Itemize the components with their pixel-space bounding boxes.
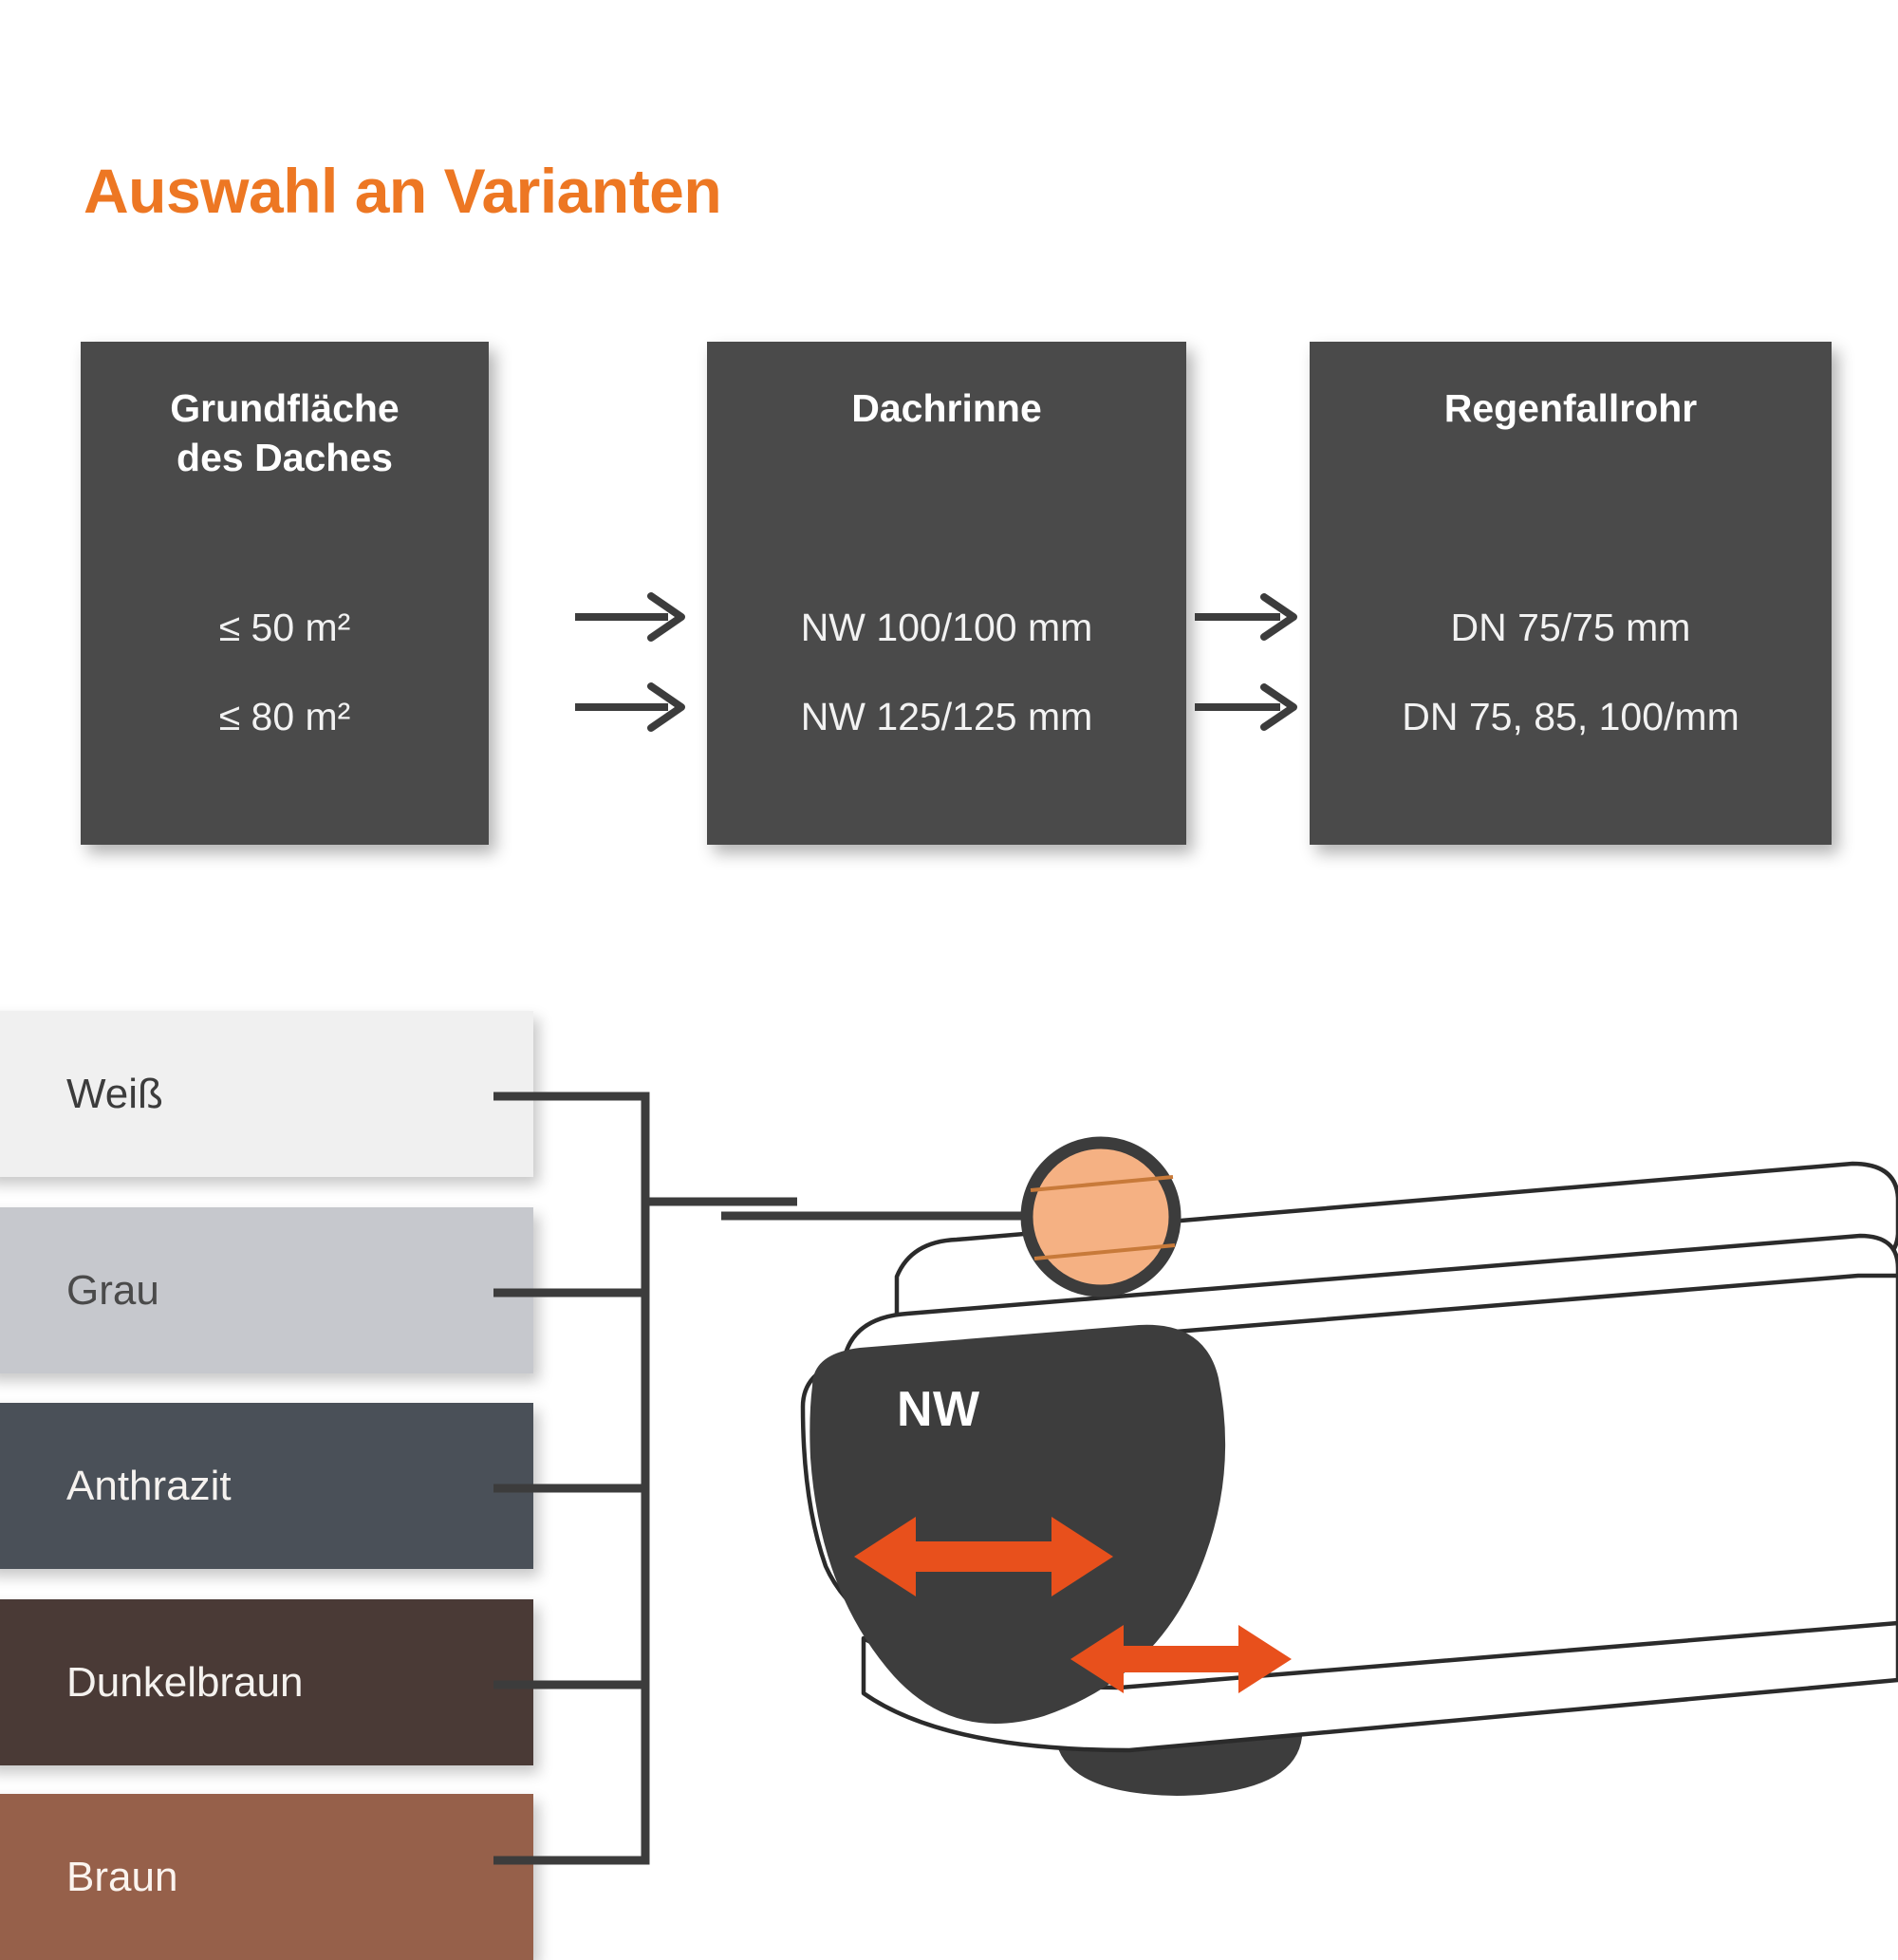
color-swatch-label: Dunkelbraun	[66, 1658, 304, 1706]
color-swatch-label: Anthrazit	[66, 1462, 232, 1509]
color-swatch-grau[interactable]: Grau	[0, 1207, 533, 1373]
flow-box-header: Dachrinne	[707, 383, 1186, 433]
nw-label: NW	[897, 1382, 980, 1437]
infographic-canvas: Auswahl an Varianten Grundfläche des Dac…	[0, 156, 1898, 1960]
dn-label: DN	[1461, 1596, 1532, 1649]
flow-box-dachrinne: Dachrinne NW 100/100 mm NW 125/125 mm	[707, 342, 1186, 845]
gutter-end-face	[809, 1324, 1226, 1724]
color-swatch-label: Braun	[66, 1853, 178, 1900]
magnifier-circle-icon	[1020, 1136, 1182, 1297]
arrow-dachrinne-to-regenfallrohr-row2	[1191, 679, 1305, 736]
color-swatch-anthrazit[interactable]: Anthrazit	[0, 1403, 533, 1569]
page-title: Auswahl an Varianten	[84, 156, 722, 226]
color-swatch-label: Weiß	[66, 1070, 163, 1117]
flow-box-row-2: ≤ 80 m²	[218, 695, 351, 738]
arrow-right-icon	[1195, 683, 1297, 731]
flow-box-regenfallrohr: Regenfallrohr DN 75/75 mm DN 75, 85, 100…	[1310, 342, 1832, 845]
flow-box-row-1: ≤ 50 m²	[218, 606, 351, 649]
color-swatch-dunkelbraun[interactable]: Dunkelbraun	[0, 1599, 533, 1765]
flow-box-row-2: DN 75, 85, 100/mm	[1402, 695, 1740, 738]
bracket-connector	[493, 1092, 797, 1865]
dn-double-arrow-icon	[1070, 1625, 1292, 1693]
arrow-grundflaeche-to-dachrinne-row2	[569, 679, 693, 736]
arrow-dachrinne-to-regenfallrohr-row1	[1191, 588, 1305, 645]
flow-box-header: Grundfläche des Daches	[81, 383, 489, 482]
flow-box-header-line1: Regenfallrohr	[1443, 386, 1698, 430]
flow-box-grundflaeche: Grundfläche des Daches ≤ 50 m² ≤ 80 m²	[81, 342, 489, 845]
gutter-illustration	[721, 1136, 1898, 1796]
flow-box-header-line2: des Daches	[177, 436, 393, 480]
flow-box-header: Regenfallrohr	[1310, 383, 1832, 433]
color-swatch-weiss[interactable]: Weiß	[0, 1011, 533, 1177]
flow-box-row-1: DN 75/75 mm	[1450, 606, 1691, 649]
flow-box-header-line1: Dachrinne	[851, 386, 1042, 430]
arrow-grundflaeche-to-dachrinne-row1	[569, 588, 693, 645]
color-swatch-braun[interactable]: Braun	[0, 1794, 533, 1960]
color-swatch-label: Grau	[66, 1266, 159, 1314]
arrow-right-icon	[575, 592, 685, 642]
nw-double-arrow-icon	[854, 1517, 1113, 1596]
arrow-right-icon	[1195, 593, 1297, 641]
flow-box-row-2: NW 125/125 mm	[800, 695, 1093, 738]
flow-box-row-1: NW 100/100 mm	[800, 606, 1093, 649]
arrow-right-icon	[575, 682, 685, 732]
flow-box-header-line1: Grundfläche	[170, 386, 400, 430]
